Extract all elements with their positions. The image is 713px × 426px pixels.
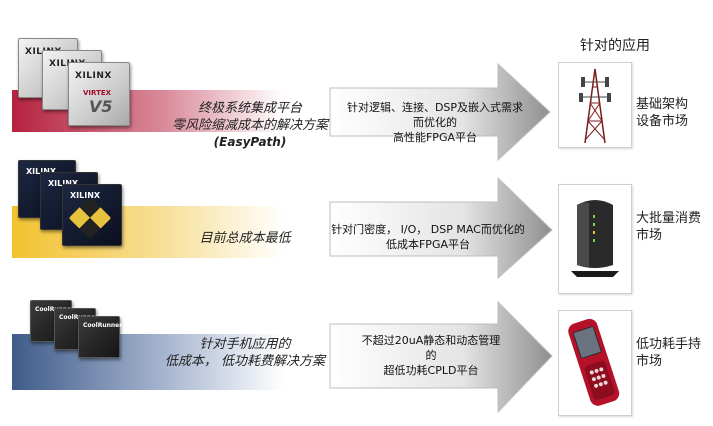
row1-band-line: 终极系统集成平台 [197, 101, 302, 116]
chip-brand-label: CoolRunner [83, 322, 123, 329]
row1-arrow-band [12, 62, 551, 162]
applications-header: 针对的应用 [580, 38, 650, 54]
row3-band-line: 低成本， 低功耗费解决方案 [164, 354, 326, 369]
row3-band-line: 针对手机应用的 [199, 337, 291, 352]
row1-band-line: (EasyPath) [213, 135, 287, 149]
row3-market-line: 低功耗手持 [636, 337, 702, 352]
chip-brand-label: XILINX [75, 71, 112, 81]
row1-band-text: 终极系统集成平台 零风险缩减成本的解决方案 (EasyPath) [150, 100, 350, 151]
spartan-chip: XILINX [62, 184, 122, 246]
row2-arrow-line: 针对门密度， I/O， DSP MAC而优化的 [331, 223, 525, 236]
row3-market-line: 市场 [636, 354, 663, 369]
row3-market-label: 低功耗手持 市场 [636, 336, 701, 370]
chip-brand-label: XILINX [48, 179, 78, 188]
row2-band-text: 目前总成本最低 [170, 230, 320, 247]
row3-arrow-line: 不超过20uA静态和动态管理 [361, 334, 501, 347]
row2-market-line: 市场 [636, 228, 663, 243]
cell-tower-icon [559, 63, 631, 147]
row3-arrow-line: 的 [425, 349, 437, 362]
row2-arrow-text: 针对门密度， I/O， DSP MAC而优化的 低成本FPGA平台 [328, 222, 528, 252]
row3-arrow-line: 超低功耗CPLD平台 [383, 364, 479, 377]
row1-arrow-line: 高性能FPGA平台 [392, 131, 477, 144]
row1-market-line: 设备市场 [636, 114, 689, 129]
row2-band-line: 目前总成本最低 [199, 231, 291, 246]
chip-series-label: VIRTEX [83, 89, 112, 97]
chip-brand-label: XILINX [49, 59, 86, 69]
virtex-chip: XILINX VIRTEX V5 [68, 62, 130, 126]
chip-brand-label: XILINX [26, 167, 56, 176]
coolrunner-chip: CoolRunner [78, 316, 123, 358]
row1-arrow-text: 针对逻辑、连接、DSP及嵌入式需求 而优化的 高性能FPGA平台 [340, 100, 530, 145]
chip-brand-label: XILINX [70, 191, 101, 200]
row2-market-label: 大批量消费 市场 [636, 210, 701, 244]
row3-band-text: 针对手机应用的 低成本， 低功耗费解决方案 [140, 336, 350, 370]
mobile-phone-icon [559, 311, 631, 415]
mobile-phone-photo [558, 310, 632, 416]
virtex-logo-icon: V5 [89, 97, 113, 116]
router-modem-icon [559, 185, 631, 293]
row1-market-line: 基础架构 [636, 97, 689, 112]
row2-arrow-line: 低成本FPGA平台 [385, 238, 470, 251]
cell-tower-photo [558, 62, 632, 148]
row1-arrow-line: 针对逻辑、连接、DSP及嵌入式需求 [346, 101, 524, 114]
spartan-logo-icon [68, 196, 112, 240]
row1-market-label: 基础架构 设备市场 [636, 96, 688, 130]
row1-arrow-line: 而优化的 [413, 116, 457, 129]
row2-market-line: 大批量消费 [636, 211, 702, 226]
row1-band-line: 零风险缩减成本的解决方案 [171, 118, 328, 133]
router-photo [558, 184, 632, 294]
row3-arrow-text: 不超过20uA静态和动态管理 的 超低功耗CPLD平台 [336, 333, 526, 378]
